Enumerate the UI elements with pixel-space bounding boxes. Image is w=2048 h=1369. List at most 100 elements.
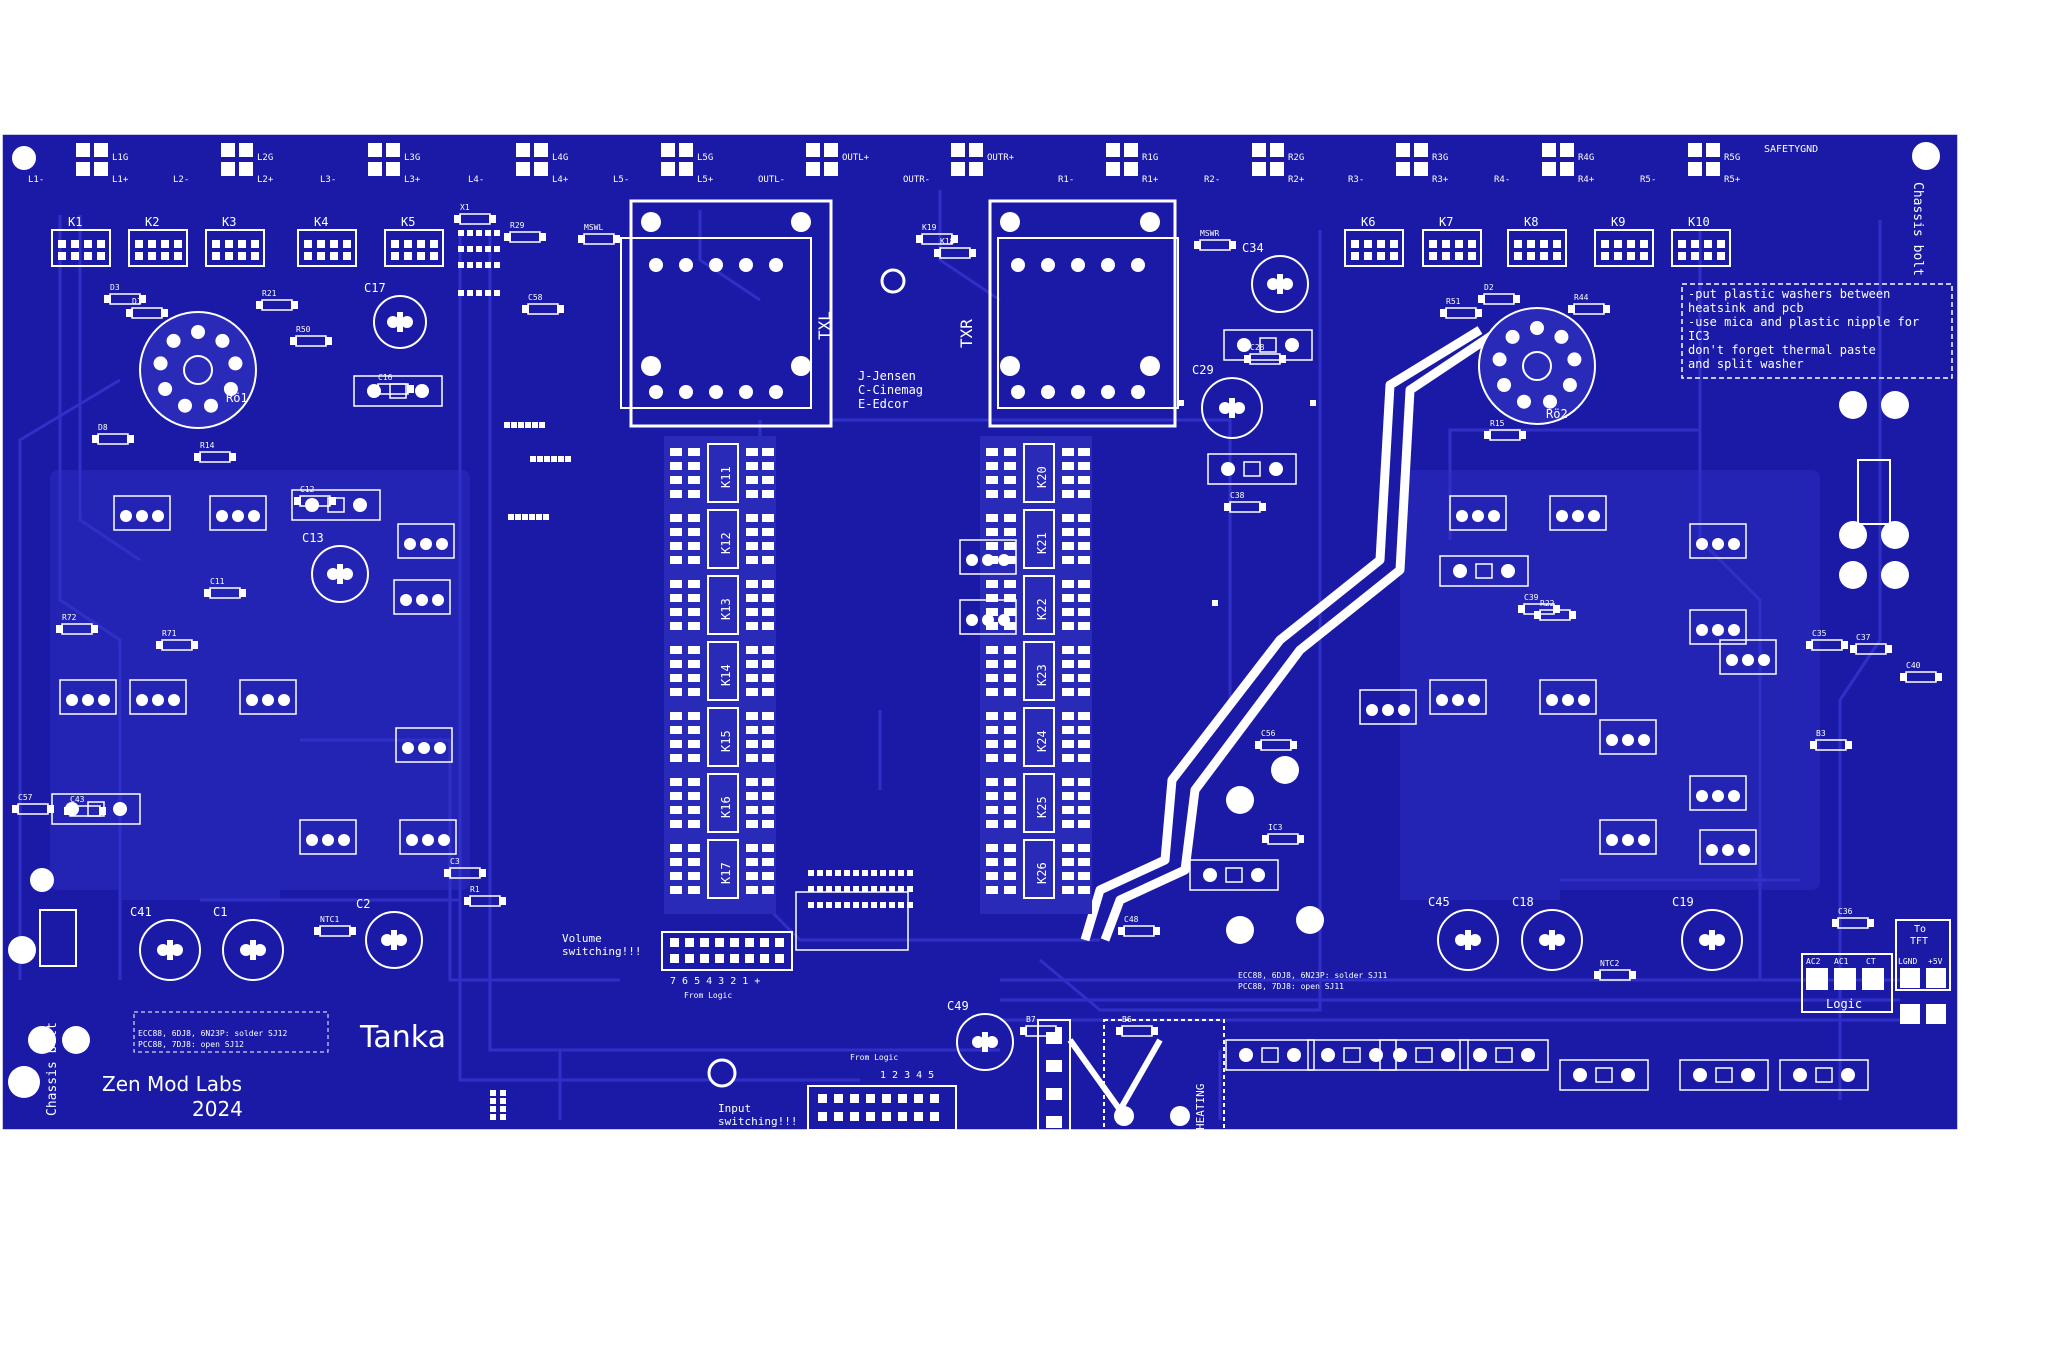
component-label: R44: [1574, 293, 1589, 302]
input-pad-label: R1-: [1058, 175, 1074, 185]
chassis-bolt-left-label: Chassis bolt: [45, 1022, 60, 1116]
xfmr-legend-2: C-Cinemag: [858, 383, 923, 397]
transformer-left: [620, 199, 833, 428]
small-component: D8: [92, 423, 134, 445]
heater-rectifier: [1037, 1019, 1225, 1133]
relay-ladder-label: K17: [719, 862, 733, 884]
component-label: C37: [1856, 633, 1871, 642]
transistor-footprint: [393, 579, 451, 615]
input-pad-label: L5+: [697, 175, 714, 185]
thermal-note-3: -use mica and plastic nipple for: [1688, 315, 1919, 329]
logic-pin-ac2: AC2: [1806, 957, 1821, 966]
relay-ladder-label: K21: [1035, 532, 1049, 554]
transistor-footprint: [1599, 819, 1657, 855]
via-row: [458, 230, 500, 236]
to-tft-2: TFT: [1910, 936, 1928, 947]
relay-top: K9: [1594, 215, 1654, 267]
component-label: D8: [98, 423, 108, 432]
capacitor-label: C41: [130, 905, 152, 919]
transistor-footprint: [397, 523, 455, 559]
transistor-footprint: [399, 819, 457, 855]
input-pad-label: L3-: [320, 175, 336, 185]
small-component: D1: [126, 297, 168, 319]
relay-top: K10: [1671, 215, 1731, 267]
film-capacitor: [1559, 1059, 1649, 1091]
transistor-footprint: [1429, 679, 1487, 715]
mount-hole-tl: [8, 142, 40, 174]
relay-top: K7: [1422, 215, 1482, 267]
relay-top-label: K2: [145, 215, 159, 229]
txr-label: TXR: [957, 319, 976, 348]
small-component: R15: [1484, 419, 1526, 441]
board-title: Tanka: [359, 1020, 446, 1055]
transistor-footprint: [959, 599, 1017, 635]
component-label: R51: [1446, 297, 1461, 306]
component-label: C3: [450, 857, 460, 866]
relay-ladder-label: K15: [719, 730, 733, 752]
small-component: C57: [12, 793, 54, 815]
relay-ladder-label: K13: [719, 598, 733, 620]
film-capacitor: [1459, 1039, 1549, 1071]
xfmr-legend-3: E-Edcor: [858, 397, 909, 411]
large-capacitor: C13: [302, 531, 369, 603]
thermal-note-box: [1681, 283, 1953, 379]
component-label: X1: [460, 203, 470, 212]
heatsink-right: [1839, 391, 1909, 589]
small-component: MSWL: [578, 223, 620, 245]
input-switch-2: switching!!!: [718, 1115, 797, 1128]
small-component: R1: [464, 885, 506, 907]
input-pad-label: R5-: [1640, 175, 1656, 185]
small-component: C38: [1224, 491, 1266, 513]
relay-ladder-label: K11: [719, 466, 733, 488]
via-row: [1178, 400, 1184, 406]
transistor-footprint: [1599, 719, 1657, 755]
component-label: R14: [200, 441, 215, 450]
mount-hole-mid1: [880, 268, 906, 294]
small-component: C37: [1850, 633, 1892, 655]
small-component: B7: [1020, 1015, 1062, 1037]
jumper-note-left-2: PCC88, 7DJ8: open SJ12: [138, 1040, 244, 1049]
component-label: K19: [922, 223, 937, 232]
relay-ladder-label: K20: [1035, 466, 1049, 488]
transistor-footprint: [1539, 679, 1597, 715]
relay-top: K1: [51, 215, 111, 267]
component-label: C35: [1812, 629, 1827, 638]
via-row: [500, 1090, 506, 1120]
large-capacitor: C29: [1192, 363, 1263, 439]
film-capacitor: [1189, 859, 1279, 891]
thermal-note-6: and split washer: [1688, 357, 1804, 371]
capacitor-label: C45: [1428, 895, 1450, 909]
large-capacitor: C41: [130, 905, 201, 981]
logic-pin-lgnd: LGND: [1898, 957, 1917, 966]
input-switch-1: Input: [718, 1102, 751, 1115]
small-component: C40: [1900, 661, 1942, 683]
small-component: B3: [1810, 729, 1852, 751]
transistor-footprint: [209, 495, 267, 531]
transistor-footprint: [1689, 609, 1747, 645]
capacitor-label: C18: [1512, 895, 1534, 909]
input-pad-label: L2-: [173, 175, 189, 185]
to-tft-1: To: [1914, 924, 1926, 935]
silkscreen-text: Tanka Zen Mod Labs 2024 Chassis bolt Cha…: [45, 144, 1943, 1130]
small-component: D2: [1478, 283, 1520, 305]
small-component: NTC2: [1594, 959, 1636, 981]
relay-top: K4: [297, 215, 357, 267]
via-row: [458, 246, 500, 252]
mount-hole-mid2: [707, 1058, 737, 1088]
input-pad-label: L4G: [552, 153, 568, 163]
input-pad-label: L2+: [257, 175, 274, 185]
input-pad-label: R5+: [1724, 175, 1741, 185]
transistor-footprint: [59, 679, 117, 715]
relay-ladder-label: K14: [719, 664, 733, 686]
component-label: B3: [1816, 729, 1826, 738]
logic-pin-5v: +5V: [1928, 957, 1943, 966]
capacitor-label: C19: [1672, 895, 1694, 909]
transistor-footprint: [1549, 495, 1607, 531]
inp-pin-labels: 1 2 3 4 5: [880, 1070, 934, 1081]
small-component: C36: [1832, 907, 1874, 929]
component-label: NTC1: [320, 915, 339, 924]
film-capacitor: [1225, 1039, 1315, 1071]
component-label: D2: [1484, 283, 1494, 292]
